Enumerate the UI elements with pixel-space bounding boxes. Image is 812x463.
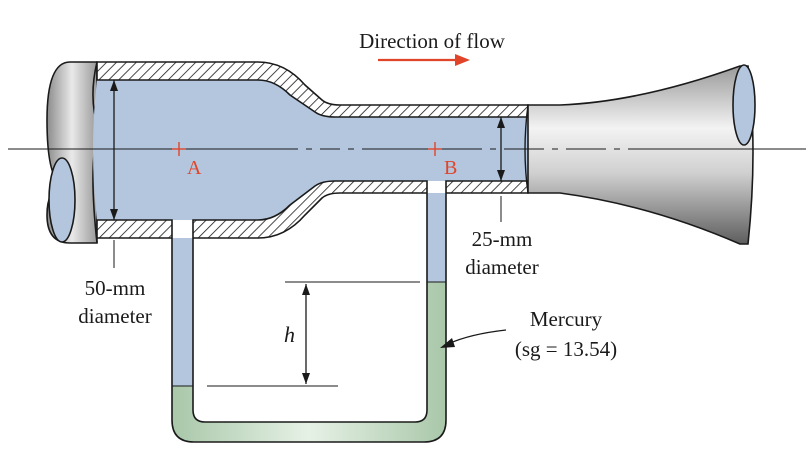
left-pipe-end	[46, 61, 100, 244]
point-b-marker	[428, 142, 442, 156]
dimension-50mm	[110, 80, 118, 268]
flow-arrow-icon	[378, 54, 470, 66]
dimension-h	[207, 281, 420, 387]
mercury-label-line2: (sg = 13.54)	[515, 337, 617, 361]
point-a-marker	[172, 142, 186, 156]
dimension-25mm	[497, 117, 505, 222]
large-diameter-label-line2: diameter	[78, 304, 151, 328]
mercury-label-line1: Mercury	[530, 307, 603, 331]
large-diameter-label-line1: 50-mm	[85, 276, 146, 300]
mercury-column	[172, 282, 446, 442]
manometer	[171, 193, 447, 443]
height-symbol: h	[284, 322, 295, 347]
right-diffuser	[524, 64, 756, 245]
mercury-leader	[440, 329, 507, 348]
point-b-label: B	[444, 157, 457, 179]
fluid-region	[93, 80, 528, 220]
point-a-label: A	[187, 157, 202, 179]
direction-of-flow-label: Direction of flow	[359, 29, 506, 53]
small-diameter-label-line1: 25-mm	[472, 227, 533, 251]
small-diameter-label-line2: diameter	[465, 255, 538, 279]
